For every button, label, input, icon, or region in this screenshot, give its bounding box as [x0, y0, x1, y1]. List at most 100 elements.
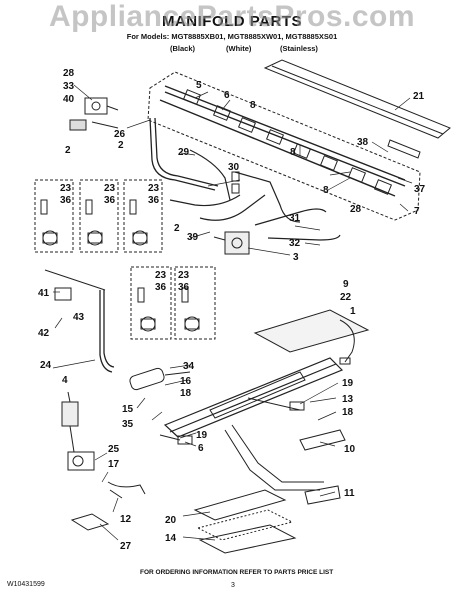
- callout-9: 9: [343, 279, 349, 290]
- callout-19: 19: [342, 378, 354, 389]
- flame-spreader-20: [193, 489, 287, 521]
- callout-36-b: 36: [104, 195, 116, 206]
- variant-white: (White): [226, 44, 252, 53]
- gas-tube-26: [149, 117, 219, 191]
- callout-23-d: 23: [155, 270, 167, 281]
- callout-6: 6: [224, 90, 230, 101]
- wire-41: [44, 269, 106, 301]
- callout-40: 40: [63, 94, 75, 105]
- valve-box-5: [174, 266, 216, 340]
- tube-12: [107, 481, 146, 499]
- bracket-10: [299, 429, 346, 451]
- igniter-19: [159, 397, 305, 445]
- callout-17: 17: [108, 459, 120, 470]
- callout-18: 18: [180, 388, 192, 399]
- callout-7: 7: [414, 206, 420, 217]
- gas-tube-29: [169, 149, 301, 223]
- callout-26: 26: [114, 129, 126, 140]
- models-line: For Models: MGT8885XB01, MGT8885XW01, MG…: [126, 32, 338, 41]
- callout-numbers: 28 33 40 26 5 6 8 21 38 8 37 8 28 7 2 2 …: [38, 68, 426, 552]
- manifold-rail: [263, 59, 451, 139]
- callout-29: 29: [178, 147, 190, 158]
- oven-burner: [163, 357, 344, 438]
- callout-13: 13: [342, 394, 354, 405]
- gas-tube-31: [254, 208, 341, 241]
- callout-23: 23: [60, 183, 72, 194]
- callout-15: 15: [122, 404, 134, 415]
- page-title: MANIFOLD PARTS: [161, 13, 303, 30]
- valve-box-4: [130, 266, 172, 340]
- valve-box-1: [34, 179, 74, 253]
- callout-14: 14: [165, 533, 177, 544]
- callout-43: 43: [73, 312, 85, 323]
- manifold-assembly-outline: [147, 71, 421, 221]
- valve-box-2: [79, 179, 119, 253]
- callout-4: 4: [62, 375, 68, 386]
- callout-12: 12: [120, 514, 132, 525]
- callout-8: 8: [250, 100, 256, 111]
- callout-41: 41: [38, 288, 50, 299]
- variant-black: (Black): [170, 44, 196, 53]
- callout-23-e: 23: [178, 270, 190, 281]
- callout-18-b: 18: [342, 407, 354, 418]
- bake-plate-14: [196, 509, 297, 554]
- tube-24: [99, 290, 115, 373]
- callout-27: 27: [120, 541, 132, 552]
- leader-lines: [52, 84, 413, 541]
- connector-30: [231, 171, 240, 194]
- callout-5: 5: [196, 80, 202, 91]
- panel-11: [304, 485, 341, 505]
- ignition-module-4: [61, 391, 79, 453]
- manifold-pipe: [159, 85, 406, 197]
- callout-2-b: 2: [118, 140, 124, 151]
- callout-11: 11: [344, 488, 355, 499]
- bracket-27: [70, 513, 110, 531]
- callout-30: 30: [228, 162, 240, 173]
- callout-28-b: 28: [350, 204, 362, 215]
- callout-31: 31: [289, 213, 301, 224]
- callout-39: 39: [187, 232, 199, 243]
- callout-36-e: 36: [178, 282, 190, 293]
- callout-16: 16: [180, 376, 192, 387]
- callout-35: 35: [122, 419, 134, 430]
- callout-1: 1: [350, 306, 356, 317]
- callout-37: 37: [414, 184, 426, 195]
- callout-6-b: 6: [198, 443, 204, 454]
- valve-box-3: [123, 179, 163, 253]
- callout-23-c: 23: [148, 183, 160, 194]
- callout-23-b: 23: [104, 183, 116, 194]
- tube-1: [339, 319, 355, 365]
- document-number: W10431599: [7, 581, 45, 588]
- variant-stainless: (Stainless): [280, 44, 318, 53]
- callout-28: 28: [63, 68, 75, 79]
- gas-valve-25: [67, 451, 95, 471]
- callout-22: 22: [340, 292, 352, 303]
- callout-3: 3: [293, 252, 299, 263]
- callout-38: 38: [357, 137, 369, 148]
- burner-valves-row: [182, 89, 393, 195]
- regulator-3: [213, 231, 250, 255]
- ordering-info: FOR ORDERING INFORMATION REFER TO PARTS …: [140, 569, 334, 576]
- callout-34: 34: [183, 361, 195, 372]
- callout-24: 24: [40, 360, 52, 371]
- rail-bracket: [387, 139, 421, 159]
- callout-21: 21: [413, 91, 425, 102]
- callout-10: 10: [344, 444, 356, 455]
- callout-8-c: 8: [323, 185, 329, 196]
- callout-32: 32: [289, 238, 301, 249]
- callout-33: 33: [63, 81, 75, 92]
- callout-19-b: 19: [196, 430, 208, 441]
- watermark: AppliancePartsPros.com: [48, 0, 416, 33]
- burner-tube-15: [129, 367, 191, 391]
- callout-42: 42: [38, 328, 50, 339]
- callout-2-c: 2: [174, 223, 180, 234]
- plate-9: [253, 309, 370, 353]
- callout-36-d: 36: [155, 282, 167, 293]
- callout-20: 20: [165, 515, 177, 526]
- callout-25: 25: [108, 444, 120, 455]
- valve-assembly-40: [69, 97, 119, 131]
- burner-tube-lower: [209, 371, 324, 491]
- page-number: 3: [231, 582, 235, 589]
